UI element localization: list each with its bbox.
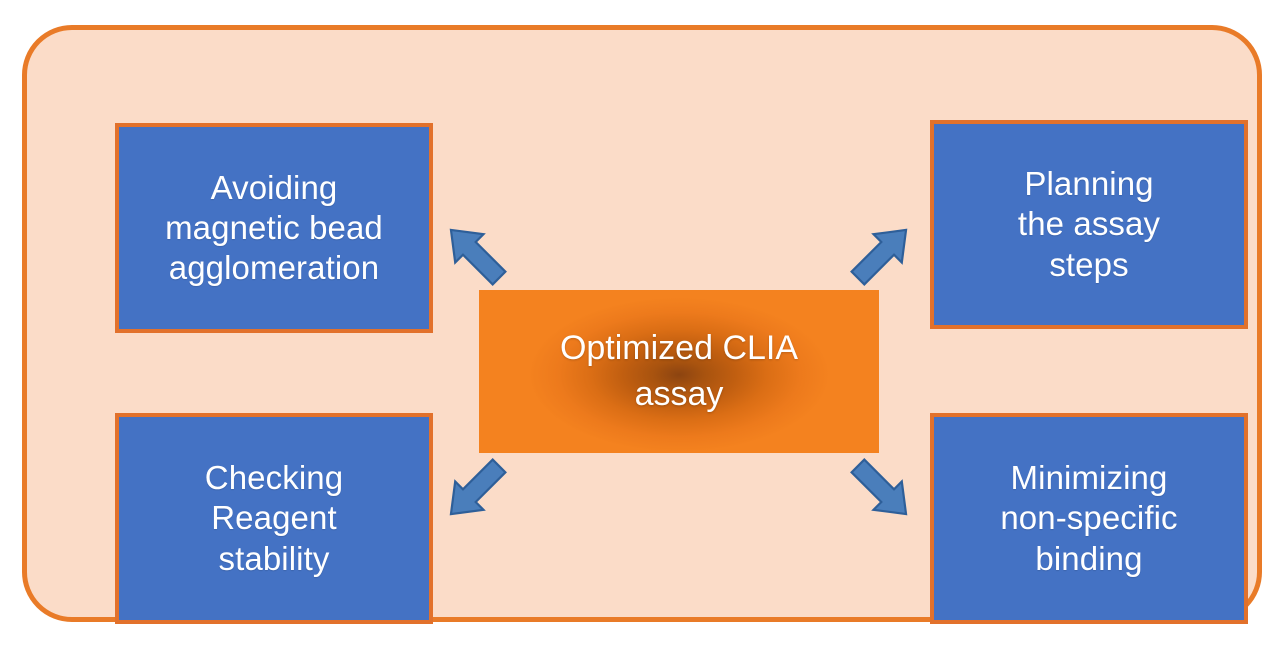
center-node-label: Optimized CLIA assay — [559, 328, 799, 413]
node-minimizing-non-specific-binding[interactable]: Minimizing non-specific binding — [930, 413, 1248, 624]
node-label-bottom-left: Checking Reagent stability — [204, 459, 344, 577]
arrow-up-right-icon — [842, 214, 922, 294]
node-label-bottom-right: Minimizing non-specific binding — [1000, 459, 1178, 577]
node-label-top-left: Avoiding magnetic bead agglomeration — [165, 168, 383, 287]
node-planning-the-assay-steps[interactable]: Planning the assay steps — [930, 120, 1248, 329]
arrow-down-right-icon — [842, 450, 922, 530]
center-node-optimized-clia-assay[interactable]: Optimized CLIA assay — [479, 290, 879, 453]
arrow-down-left-icon — [435, 450, 515, 530]
diagram-outer-frame: Avoiding magnetic bead agglomeration Pla… — [22, 25, 1262, 624]
node-avoiding-magnetic-bead-agglomeration[interactable]: Avoiding magnetic bead agglomeration — [115, 123, 433, 333]
node-checking-reagent-stability[interactable]: Checking Reagent stability — [115, 413, 433, 624]
node-label-top-right: Planning the assay steps — [1017, 165, 1161, 283]
arrow-up-left-icon — [435, 214, 515, 294]
